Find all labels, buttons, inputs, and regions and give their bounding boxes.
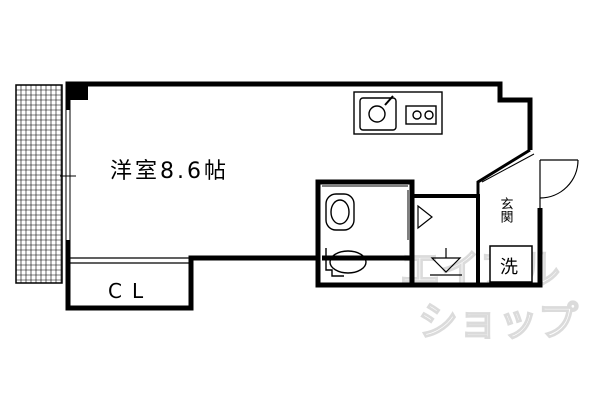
stove — [405, 105, 437, 125]
sink-bowl — [368, 105, 386, 123]
entrance-door — [539, 159, 579, 208]
toilet-tank — [325, 248, 344, 277]
bath-block — [315, 179, 415, 258]
watermark-line-2: ショップ — [418, 299, 578, 345]
washroom — [412, 148, 535, 285]
kitchen-counter — [353, 91, 443, 135]
washer-space — [489, 245, 533, 283]
toilet-room-fixtures — [325, 193, 367, 277]
window-left — [60, 110, 76, 240]
basin — [325, 193, 355, 231]
washer-label: 洗 — [500, 257, 518, 278]
balcony-grid — [16, 85, 62, 283]
room-main-label: 洋室8.6帖 — [110, 159, 229, 184]
watermark: エイブル ショップ — [399, 246, 578, 345]
sink — [359, 97, 397, 131]
closet — [68, 257, 191, 264]
corner-column — [68, 84, 88, 100]
entrance-label: 玄関 — [498, 197, 514, 224]
wash-basin — [430, 248, 462, 276]
balcony — [15, 84, 63, 284]
closet-label: CL — [108, 279, 153, 303]
toilet-bowl — [329, 250, 367, 274]
